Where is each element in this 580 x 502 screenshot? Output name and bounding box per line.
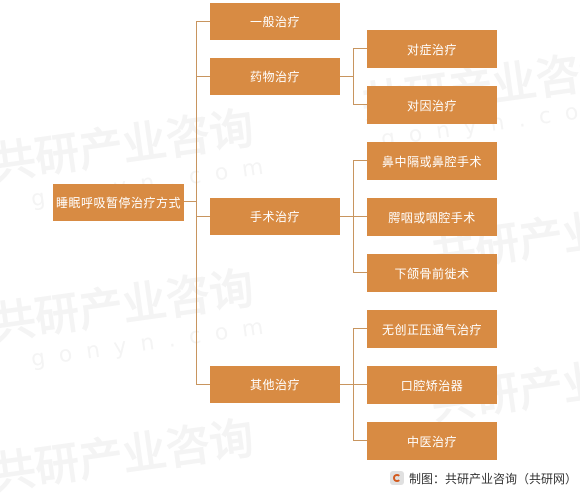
connector-drug-trunk [353, 48, 354, 104]
leaf-node: 鼻中隔或鼻腔手术 [367, 142, 497, 180]
leaf-node: 口腔矫治器 [367, 366, 497, 404]
watermark-cn: 共研产业咨询 [0, 102, 257, 191]
connector-surgery-child-2 [353, 216, 367, 217]
leaf-node: 腭咽或咽腔手术 [367, 198, 497, 236]
connector-drug-child-2 [353, 104, 367, 105]
leaf-node: 下颌骨前徙术 [367, 254, 497, 292]
leaf-node: 对因治疗 [367, 86, 497, 124]
branch-node-drug: 药物治疗 [210, 58, 340, 95]
connector-trunk [196, 21, 197, 385]
watermark-cn: 共研产业咨询 [0, 262, 257, 351]
leaf-node: 对症治疗 [367, 30, 497, 68]
footer-text: 制图：共研产业咨询（共研网） [409, 471, 578, 486]
connector-branch-1 [196, 21, 210, 22]
connector-branch-2 [196, 76, 210, 77]
branch-node-surgery: 手术治疗 [210, 198, 340, 235]
connector-other-child-2 [353, 384, 367, 385]
branch-node-general: 一般治疗 [210, 3, 340, 40]
connector-drug-out [340, 76, 354, 77]
root-node: 睡眠呼吸暂停治疗方式 [53, 184, 184, 221]
connector-surgery-child-1 [353, 160, 367, 161]
connector-other-child-1 [353, 328, 367, 329]
connector-branch-4 [196, 384, 210, 385]
connector-other-child-3 [353, 440, 367, 441]
connector-branch-3 [196, 216, 210, 217]
connector-root-to-trunk [183, 201, 197, 202]
leaf-node: 无创正压通气治疗 [367, 310, 497, 348]
watermark-cn: 共研产业咨询 [0, 412, 257, 501]
footer-credit: 制图：共研产业咨询（共研网） [390, 468, 577, 488]
connector-other-out [340, 384, 354, 385]
watermark-en: gonyn.com [29, 312, 279, 373]
connector-drug-child-1 [353, 48, 367, 49]
leaf-node: 中医治疗 [367, 422, 497, 460]
logo-icon [390, 471, 404, 485]
connector-surgery-child-3 [353, 272, 367, 273]
connector-surgery-out [340, 216, 354, 217]
branch-node-other: 其他治疗 [210, 366, 340, 403]
